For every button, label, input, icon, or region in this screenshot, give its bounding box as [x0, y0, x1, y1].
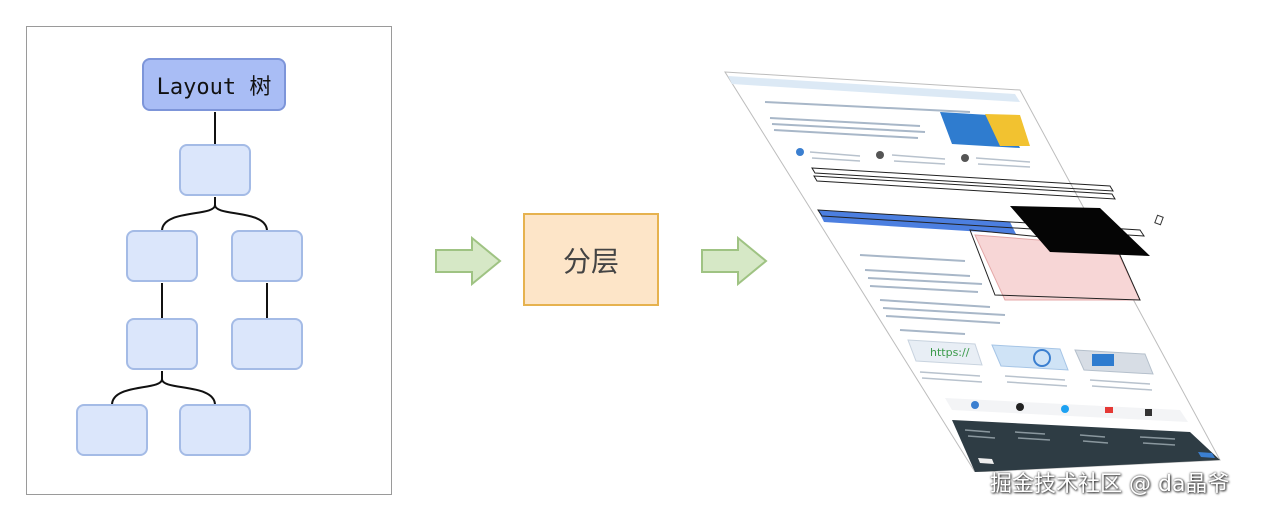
tree-node — [231, 318, 303, 370]
tree-node — [179, 404, 251, 456]
layered-page-illustration: https:// — [724, 71, 1221, 472]
tree-node — [126, 318, 198, 370]
page-header-strip — [728, 76, 1020, 102]
tree-node — [126, 230, 198, 282]
floating-layer-outline — [811, 167, 1114, 192]
tree-node — [179, 144, 251, 196]
right-arrow-icon — [435, 236, 502, 286]
layering-step-box: 分层 — [523, 213, 659, 306]
tree-node — [76, 404, 148, 456]
feature-icon — [796, 148, 804, 156]
tree-node — [231, 230, 303, 282]
https-card-image — [907, 339, 983, 366]
feature-icon — [876, 151, 884, 159]
svg-text:https://: https:// — [930, 346, 970, 359]
right-arrow-icon — [701, 236, 768, 286]
page-text-lines — [764, 101, 971, 139]
tree-connectors — [111, 112, 268, 406]
video-layer — [1010, 206, 1150, 256]
performance-card-image — [991, 344, 1069, 371]
feature-icon — [961, 154, 969, 162]
layout-tree-root-node: Layout 树 — [142, 58, 286, 111]
watermark-text: 掘金技术社区 @ da晶爷 — [990, 472, 1230, 497]
